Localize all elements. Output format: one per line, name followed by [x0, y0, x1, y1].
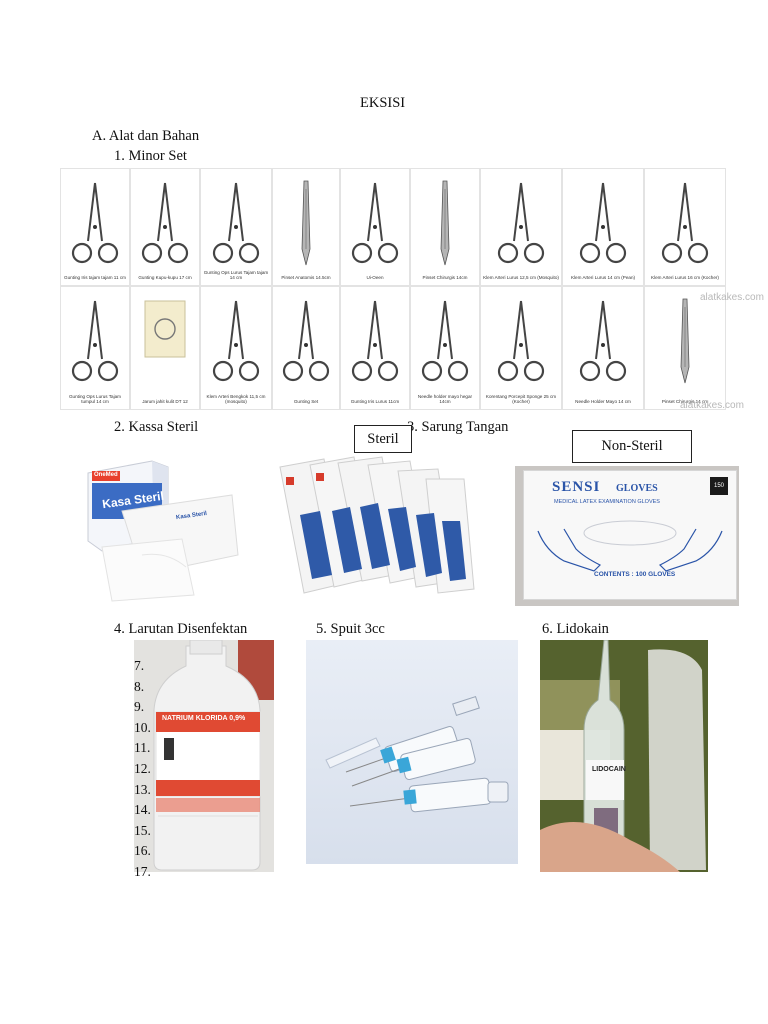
list-number: 16.: [134, 843, 151, 859]
list-number: 9.: [134, 699, 145, 715]
minor-set-item: Pinset Chirurgis 14 cm: [644, 286, 726, 410]
list-number: 14.: [134, 802, 151, 818]
list-number: 10.: [134, 719, 151, 735]
minor-set-item: Pinset Chirurgis 14cm: [410, 168, 480, 286]
scissors-clamp-icon: [212, 300, 260, 382]
suture-pack-icon: [144, 300, 186, 358]
non-steril-gloves-photo: SENSI GLOVES MEDICAL LATEX EXAMINATION G…: [515, 466, 739, 606]
minor-set-caption: Gunting Iris Lurus 11cm: [350, 399, 400, 405]
list-number: 17.: [134, 864, 151, 879]
label-non-steril: Non-Steril: [572, 430, 692, 463]
minor-set-caption: Gunting Kupu-kupu 17 cm: [138, 275, 192, 281]
minor-set-caption: Gunting Ops Lurus Tajam tumpul 14 cm: [68, 393, 121, 405]
scissors-clamp-icon: [497, 300, 545, 382]
minor-set-caption: Klem Arteri Bengkok 11,5 cm (mosquito): [206, 393, 266, 405]
item-larutan: 4. Larutan Disenfektan: [114, 621, 248, 637]
gloves-box: SENSI GLOVES MEDICAL LATEX EXAMINATION G…: [523, 470, 737, 600]
minor-set-item: Klem Arteri Bengkok 11,5 cm (mosquito): [200, 286, 272, 410]
minor-set-caption: Pinset Chirurgis 14 cm: [661, 399, 709, 405]
minor-set-caption: Korentang Porcepit Sponge 25 cm (Kocher): [485, 393, 557, 405]
forceps-icon: [680, 298, 690, 384]
minor-set-item: Pinset Anatomis 14.5cm: [272, 168, 340, 286]
minor-set-item: Ui-Oeen: [340, 168, 410, 286]
minor-set-caption: Needle Holder Mayo 14 cm: [575, 399, 631, 405]
list-number: 11.: [134, 740, 151, 756]
minor-set-item: Needle Holder Mayo 14 cm: [562, 286, 644, 410]
list-number: 8.: [134, 678, 145, 694]
minor-set-caption: Needle holder mayo hegar 14cm: [417, 393, 473, 405]
scissors-clamp-icon: [282, 300, 330, 382]
list-number: 7.: [134, 658, 145, 673]
minor-set-item: Gunting Set: [272, 286, 340, 410]
scissors-clamp-icon: [421, 300, 469, 382]
item-lidokain: 6. Lidokain: [542, 621, 609, 637]
scissors-clamp-icon: [351, 182, 399, 264]
label-steril: Steril: [354, 425, 412, 453]
scissors-clamp-icon: [71, 300, 119, 382]
list-number: 15.: [134, 822, 151, 838]
watermark-1: alatkakes.com: [700, 292, 764, 303]
scissors-clamp-icon: [497, 182, 545, 264]
minor-set-item: Klem Arteri Lurus 12,5 cm (Mosquito): [480, 168, 562, 286]
watermark-2: alatkakes.com: [680, 400, 744, 411]
minor-set-item: Jarum jahit kulit DT 12: [130, 286, 200, 410]
scissors-clamp-icon: [579, 300, 627, 382]
minor-set-caption: Klem Arteri Lurus 16 cm (Kocher): [651, 275, 719, 281]
minor-set-caption: Pinset Chirurgis 14cm: [422, 275, 468, 281]
section-heading: A. Alat dan Bahan: [92, 128, 200, 144]
kassa-steril-photo: OneMed Kasa Steril Kasa Steril: [82, 455, 242, 605]
minor-set-caption: Ui-Oeen: [366, 275, 384, 281]
minor-set-caption: Klem Arteri Lurus 12,5 cm (Mosquito): [483, 275, 559, 281]
minor-set-caption: Pinset Anatomis 14.5cm: [281, 275, 331, 281]
scissors-clamp-icon: [71, 182, 119, 264]
gloves-brand: SENSI: [552, 479, 601, 495]
minor-set-item: Korentang Porcepit Sponge 25 cm (Kocher): [480, 286, 562, 410]
scissors-clamp-icon: [579, 182, 627, 264]
minor-set-item: Gunting Ops Lurus Tajam tajam 14 cm: [200, 168, 272, 286]
disinfectant-bottle-photo: NATRIUM KLORIDA 0,9%: [134, 640, 274, 872]
item-spuit: 5. Spuit 3cc: [316, 621, 385, 637]
scissors-clamp-icon: [141, 182, 189, 264]
minor-set-caption: Jarum jahit kulit DT 12: [142, 399, 188, 405]
item-sarung-tangan: 3. Sarung Tangan: [407, 419, 509, 435]
ampoule-label: LIDOCAIN: [592, 766, 626, 773]
item-kassa-steril: 2. Kassa Steril: [114, 419, 199, 435]
bottle-label: NATRIUM KLORIDA 0,9%: [162, 715, 246, 722]
list-number: 13.: [134, 781, 151, 797]
scissors-clamp-icon: [351, 300, 399, 382]
lidocaine-photo: LIDOCAIN: [540, 640, 708, 872]
document-title: EKSISI: [360, 95, 406, 111]
forceps-icon: [301, 180, 311, 266]
minor-set-caption: Gunting Iris tajam tajam 11 cm: [64, 275, 126, 281]
scissors-clamp-icon: [212, 182, 260, 264]
list-number: 12.: [134, 761, 151, 776]
gloves-count-badge: 150: [710, 477, 728, 495]
minor-set-item: Gunting Iris tajam tajam 11 cm: [60, 168, 130, 286]
gloves-product: GLOVES: [616, 483, 658, 494]
scissors-clamp-icon: [661, 182, 709, 264]
syringe-photo: [306, 640, 518, 864]
steril-gloves-photo: [276, 455, 476, 605]
forceps-icon: [440, 180, 450, 266]
minor-set-item: Needle holder mayo hegar 14cm: [410, 286, 480, 410]
minor-set-item: Gunting Iris Lurus 11cm: [340, 286, 410, 410]
minor-set-caption: Gunting Ops Lurus Tajam tajam 14 cm: [203, 269, 269, 281]
minor-set-item: Klem Arteri Lurus 14 cm (Pean): [562, 168, 644, 286]
minor-set-item: Gunting Kupu-kupu 17 cm: [130, 168, 200, 286]
minor-set-item: Klem Arteri Lurus 16 cm (Kocher): [644, 168, 726, 286]
gloves-subtitle: MEDICAL LATEX EXAMINATION GLOVES: [554, 499, 660, 505]
minor-set-caption: Gunting Set: [293, 399, 319, 405]
minor-set-catalog: Gunting Iris tajam tajam 11 cm Gunting Ku…: [60, 168, 764, 411]
minor-set-caption: Klem Arteri Lurus 14 cm (Pean): [570, 275, 636, 281]
minor-set-item: Gunting Ops Lurus Tajam tumpul 14 cm: [60, 286, 130, 410]
item-minor-set: 1. Minor Set: [114, 148, 187, 164]
gloves-contents: CONTENTS : 100 GLOVES: [594, 571, 676, 578]
kassa-brand: OneMed: [94, 472, 118, 478]
